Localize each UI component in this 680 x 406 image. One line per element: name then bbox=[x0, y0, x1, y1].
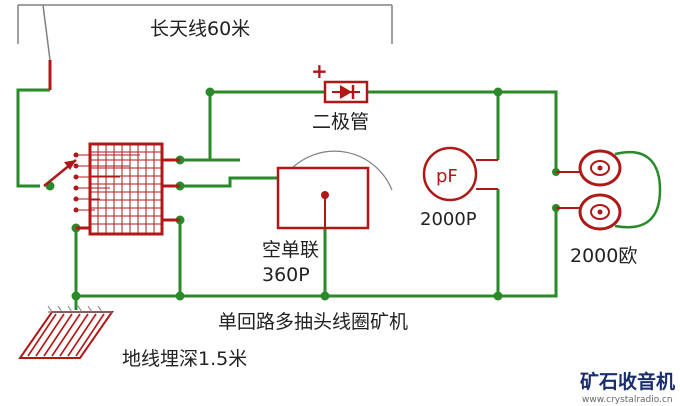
diode-polarity-mark: + bbox=[311, 59, 328, 83]
tapped-coil-icon bbox=[76, 142, 180, 236]
variable-capacitor-icon bbox=[276, 150, 393, 230]
headphones-icon bbox=[556, 149, 662, 231]
variable-capacitor-value: 360P bbox=[262, 264, 310, 286]
diagram-title: 单回路多抽头线圈矿机 bbox=[218, 311, 408, 333]
watermark-brand: 矿石收音机 bbox=[580, 370, 675, 393]
watermark-url: www.crystalradio.cn bbox=[582, 395, 673, 405]
ground-label: 地线埋深1.5米 bbox=[122, 348, 247, 370]
antenna-icon bbox=[17, 4, 393, 61]
junction-dots bbox=[45, 87, 560, 301]
capacitor-symbol: pF bbox=[436, 166, 458, 187]
ground-icon bbox=[18, 305, 114, 359]
watermark: 矿石收音机 www.crystalradio.cn bbox=[580, 370, 675, 405]
antenna-label: 长天线60米 bbox=[150, 18, 250, 40]
rotary-switch-icon bbox=[43, 152, 140, 213]
capacitor-icon bbox=[422, 146, 498, 202]
capacitor-value: 2000P bbox=[420, 209, 477, 230]
headphone-value: 2000欧 bbox=[570, 245, 637, 267]
diode-icon bbox=[323, 80, 369, 104]
variable-capacitor-label: 空单联 bbox=[262, 239, 319, 261]
diode-label: 二极管 bbox=[312, 111, 369, 133]
